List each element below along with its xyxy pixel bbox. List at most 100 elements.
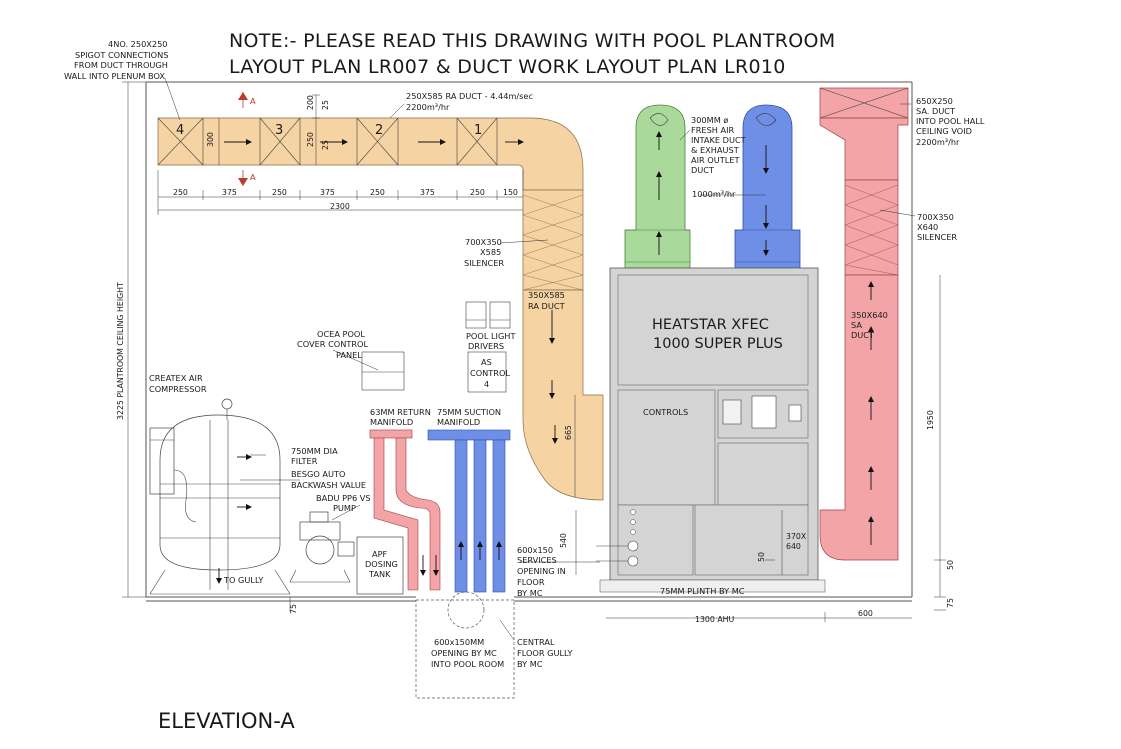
services-3: OPENING IN [517, 566, 566, 576]
ra-duct-top-1: 250X585 RA DUCT - 4.44m/sec [406, 91, 533, 101]
apf-dosing-tank [356, 536, 404, 595]
fresh-air-4: & EXHAUST [691, 145, 740, 155]
services-4: FLOOR [517, 577, 545, 587]
pool-light-2: DRIVERS [468, 341, 504, 351]
opening-2: OPENING BY MC [431, 648, 497, 658]
pool-light-1: POOL LIGHT [466, 331, 516, 341]
services-2: SERVICES [517, 555, 557, 565]
sa-vert-1: 350X640 [851, 310, 888, 320]
services-5: BY MC [517, 588, 543, 598]
spigot-2-label: 2 [375, 123, 383, 138]
section-label-bottom: A [250, 172, 256, 182]
fresh-air-duct [624, 104, 691, 269]
filter-vessel [149, 398, 291, 595]
sa-vert-2: SA [851, 320, 862, 330]
dim-seg-8: 150 [503, 188, 518, 197]
spigot-note-2: SPIGOT CONNECTIONS [75, 50, 168, 60]
ra-vert-2: RA DUCT [528, 301, 566, 311]
return-2: MANIFOLD [370, 417, 413, 427]
dim-25a: 25 [321, 100, 330, 110]
to-gully: TO GULLY [223, 575, 264, 585]
dim-seg-2: 375 [222, 188, 237, 197]
suction-2: MANIFOLD [437, 417, 480, 427]
section-marker-top [238, 92, 248, 108]
ocea-2: COVER CONTROL [297, 339, 369, 349]
flow-1000: 1000m³/hr [692, 189, 736, 199]
spigot-4-label: 4 [176, 123, 184, 138]
sa-top-1: 650X250 [916, 96, 953, 106]
sa-vert-3: DUCT [851, 330, 875, 340]
ahu-name-line-1: HEATSTAR XFEC [652, 317, 769, 333]
ocea-1: OCEA POOL [317, 329, 365, 339]
gully-1: CENTRAL [517, 637, 555, 647]
dim-200: 200 [306, 95, 315, 110]
note-line-2: LAYOUT PLAN LR007 & DUCT WORK LAYOUT PLA… [229, 56, 786, 78]
sil-right-2: X640 [917, 222, 938, 232]
ceiling-height-label: 3225 PLANTROOM CEILING HEIGHT [116, 282, 125, 420]
apf-3: TANK [368, 569, 391, 579]
ceiling-dim [122, 81, 146, 598]
badu-2: PUMP [333, 503, 356, 513]
spigot-3-label: 3 [275, 123, 283, 138]
controls-label: CONTROLS [643, 407, 688, 417]
dim-75b: 75 [946, 598, 955, 608]
apf-2: DOSING [365, 559, 398, 569]
dim-540: 540 [559, 533, 568, 548]
as-control-3: 4 [484, 379, 489, 389]
return-1: 63MM RETURN [370, 407, 431, 417]
besgo-2: BACKWASH VALUE [291, 480, 366, 490]
ahu-unit [596, 267, 826, 593]
suction-1: 75MM SUCTION [437, 407, 501, 417]
as-control-2: CONTROL [470, 368, 510, 378]
dim-75a: 75 [289, 604, 298, 614]
ahu-name-line-2: 1000 SUPER PLUS [653, 336, 783, 352]
spigot-note-3: FROM DUCT THROUGH [74, 60, 168, 70]
sa-duct [819, 87, 909, 561]
dim-600: 600 [858, 609, 873, 618]
exhaust-duct [734, 104, 801, 269]
dim-50b: 50 [946, 560, 955, 570]
dim-seg-3: 250 [272, 188, 287, 197]
opening-1: 600x150MM [434, 637, 484, 647]
dim-25b: 25 [321, 140, 330, 150]
gully-2: FLOOR GULLY [517, 648, 574, 658]
ra-duct-horizontal [157, 117, 584, 191]
sa-top-2: SA. DUCT [916, 106, 956, 116]
return-manifold [369, 429, 441, 591]
room-outline [145, 81, 913, 699]
fresh-air-3: INTAKE DUCT [691, 135, 747, 145]
besgo-1: BESGO AUTO [291, 469, 345, 479]
gully-3: BY MC [517, 659, 543, 669]
createx-2: COMPRESSOR [149, 384, 207, 394]
drawing-title: ELEVATION-A [158, 709, 295, 733]
plinth-label: 75MM PLINTH BY MC [660, 586, 745, 596]
duct-dims [157, 94, 524, 215]
fresh-air-1: 300MM ø [691, 115, 728, 125]
filter-1: 750MM DIA [291, 446, 338, 456]
ocea-panel [332, 349, 405, 391]
suction-manifold [427, 429, 511, 593]
dim-1300: 1300 AHU [695, 615, 735, 624]
dim-seg-1: 250 [173, 188, 188, 197]
dim-seg-5: 250 [370, 188, 385, 197]
spigot-note-1: 4NO. 250X250 [108, 39, 168, 49]
fresh-air-6: DUCT [691, 165, 715, 175]
size-370: 370X [786, 532, 807, 541]
compressor [149, 427, 197, 523]
ra-vert-1: 350X585 [528, 290, 565, 300]
fresh-air-5: AIR OUTLET [691, 155, 740, 165]
spigot-note-4: WALL INTO PLENUM BOX [64, 71, 165, 81]
sa-top-3: INTO POOL HALL [916, 116, 985, 126]
pump [289, 511, 355, 583]
badu-1: BADU PP6 VS [316, 493, 371, 503]
dim-seg-4: 375 [320, 188, 335, 197]
dim-seg-6: 375 [420, 188, 435, 197]
spigot-1-label: 1 [474, 123, 482, 138]
services-1: 600x150 [517, 545, 553, 555]
fresh-air-2: FRESH AIR [691, 125, 735, 135]
apf-1: APF [372, 549, 388, 559]
sil-right-1: 700X350 [917, 212, 954, 222]
sil-right-3: SILENCER [917, 232, 957, 242]
createx-1: CREATEX AIR [149, 373, 203, 383]
